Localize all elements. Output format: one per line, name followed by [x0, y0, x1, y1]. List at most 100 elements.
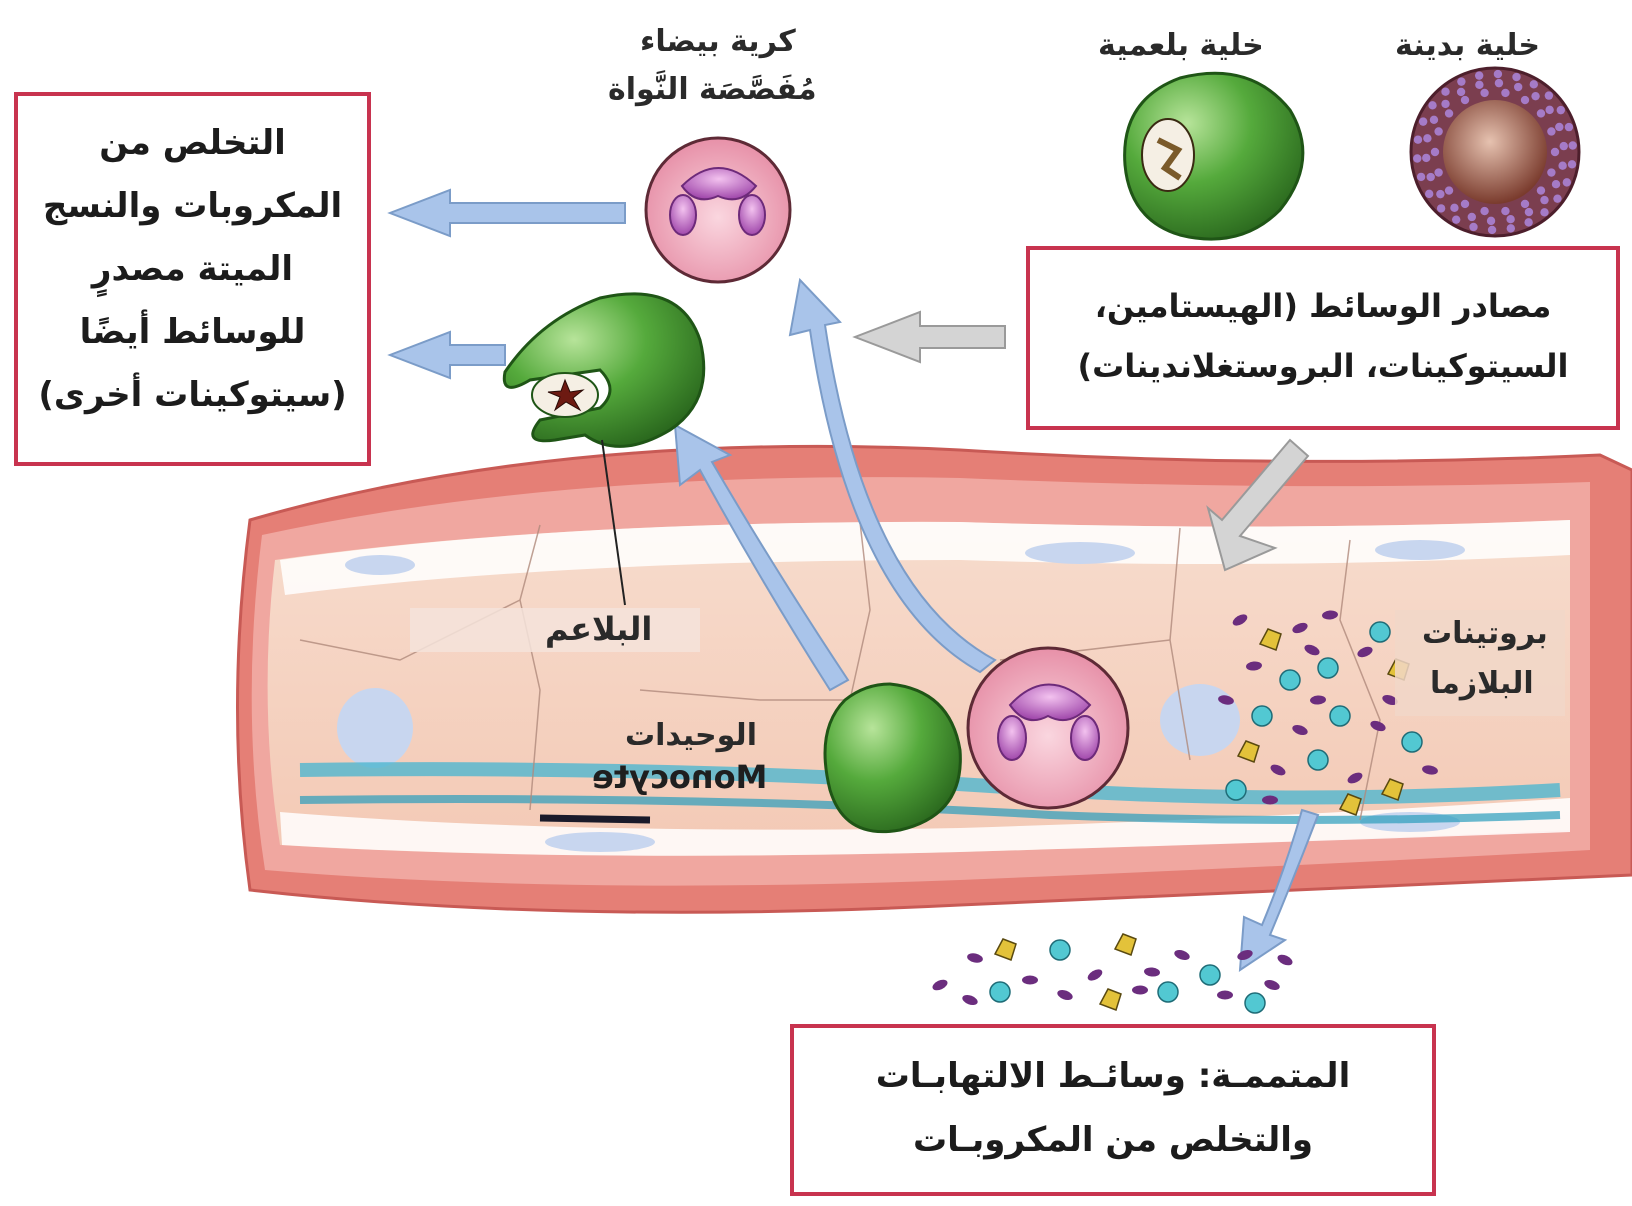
neutrophil-cell-top — [646, 138, 790, 282]
right-box-line: مصادر الوسائط (الهيستامين، — [1034, 276, 1612, 336]
mast-cell-label: خلية بدينة — [1395, 28, 1540, 63]
protein-cyan — [1158, 982, 1178, 1002]
protein-cyan — [1330, 706, 1350, 726]
right-box-line: السيتوكينات، البروستغلاندينات) — [1034, 336, 1612, 396]
granule — [1553, 194, 1561, 202]
granule — [1558, 162, 1566, 170]
granule — [1540, 196, 1548, 204]
left-box-line: (سيتوكينات أخرى) — [22, 364, 363, 427]
granule — [1452, 215, 1460, 223]
granule — [1426, 173, 1434, 181]
granule — [1563, 178, 1571, 186]
arrow-neutrophil-to-box — [390, 190, 625, 236]
granule — [1537, 109, 1545, 117]
left-box-line: المكروبات والنسج — [22, 175, 363, 238]
granule — [1547, 127, 1555, 135]
protein-purple — [931, 978, 949, 993]
protein-purple — [1056, 988, 1074, 1002]
granule — [1495, 79, 1503, 87]
left-box-line: للوسائط أيضًا — [22, 301, 363, 364]
granule — [1434, 127, 1442, 135]
granule — [1457, 88, 1465, 96]
protein-cyan — [1318, 658, 1338, 678]
granule — [1507, 224, 1515, 232]
macrophage-label: البلاعم — [545, 610, 652, 648]
protein-cyan — [1370, 622, 1390, 642]
granule — [1540, 208, 1548, 216]
left-box-line: التخلص من — [22, 112, 363, 175]
granule — [1413, 154, 1421, 162]
protein-cyan — [1308, 750, 1328, 770]
granule — [1506, 215, 1514, 223]
granule — [1469, 223, 1477, 231]
protein-cyan — [1226, 780, 1246, 800]
plasma-proteins-leaked — [931, 934, 1294, 1013]
granule — [1461, 96, 1469, 104]
macrophage-cell-top — [1125, 73, 1303, 239]
granule — [1475, 71, 1483, 79]
granule — [1560, 142, 1568, 150]
granule — [1545, 91, 1553, 99]
plasma-proteins-label-line2: البلازما — [1430, 666, 1534, 701]
granule — [1457, 77, 1465, 85]
granule — [1514, 83, 1522, 91]
protein-yellow — [1100, 989, 1121, 1010]
granule — [1530, 80, 1538, 88]
granule — [1551, 148, 1559, 156]
neutrophil-label-line1: كرية بيضاء — [640, 24, 796, 59]
granule — [1568, 160, 1576, 168]
granule — [1555, 123, 1563, 131]
granule — [1436, 190, 1444, 198]
protein-purple — [1276, 953, 1294, 968]
granule — [1512, 73, 1520, 81]
arrow-macrophage-to-box — [390, 332, 505, 378]
granule — [1468, 213, 1476, 221]
granule — [1488, 226, 1496, 234]
granule — [1545, 106, 1553, 114]
protein-cyan — [1050, 940, 1070, 960]
monocyte-cell — [825, 684, 960, 832]
granule — [1565, 123, 1573, 131]
protein-cyan — [1402, 732, 1422, 752]
protein-purple — [1132, 986, 1148, 995]
protein-purple — [1217, 991, 1233, 1000]
granule — [1431, 148, 1439, 156]
neutrophil-label-line2: مُفَصَّصَة النَّواة — [608, 72, 817, 107]
granule — [1501, 89, 1509, 97]
plasma-proteins-label-line1: بروتينات — [1422, 616, 1548, 651]
granule — [1434, 168, 1442, 176]
protein-purple — [966, 952, 984, 964]
granule — [1501, 207, 1509, 215]
macrophage-cell-label: خلية بلعمية — [1098, 28, 1264, 63]
granule — [1494, 70, 1502, 78]
bottom-box-line: والتخلص من المكروبـات — [798, 1108, 1428, 1172]
granule — [1423, 134, 1431, 142]
protein-purple — [1086, 967, 1104, 983]
mast-cell — [1411, 68, 1579, 236]
granule — [1441, 88, 1449, 96]
neutrophil-cell-vessel — [968, 648, 1128, 808]
granule — [1521, 200, 1529, 208]
protein-purple — [1144, 967, 1161, 978]
protein-yellow — [1115, 934, 1136, 955]
granule — [1441, 100, 1449, 108]
granule — [1461, 200, 1469, 208]
granule — [1569, 141, 1577, 149]
granule — [1537, 186, 1545, 194]
granule — [1531, 92, 1539, 100]
left-box-text: التخلص من المكروبات والنسج الميتة مصدرٍ … — [22, 112, 363, 427]
monocyte-label-arabic: الوحيدات — [625, 718, 757, 753]
protein-purple — [1263, 978, 1281, 992]
granule — [1525, 208, 1533, 216]
protein-purple — [1022, 976, 1038, 985]
granule — [1480, 89, 1488, 97]
granule — [1422, 154, 1430, 162]
granule — [1414, 136, 1422, 144]
protein-purple — [1262, 796, 1278, 805]
arrow-mediators-to-cells — [855, 312, 1005, 362]
protein-cyan — [1245, 993, 1265, 1013]
granule — [1552, 180, 1560, 188]
left-box-line: الميتة مصدرٍ — [22, 238, 363, 301]
protein-cyan — [1252, 706, 1272, 726]
